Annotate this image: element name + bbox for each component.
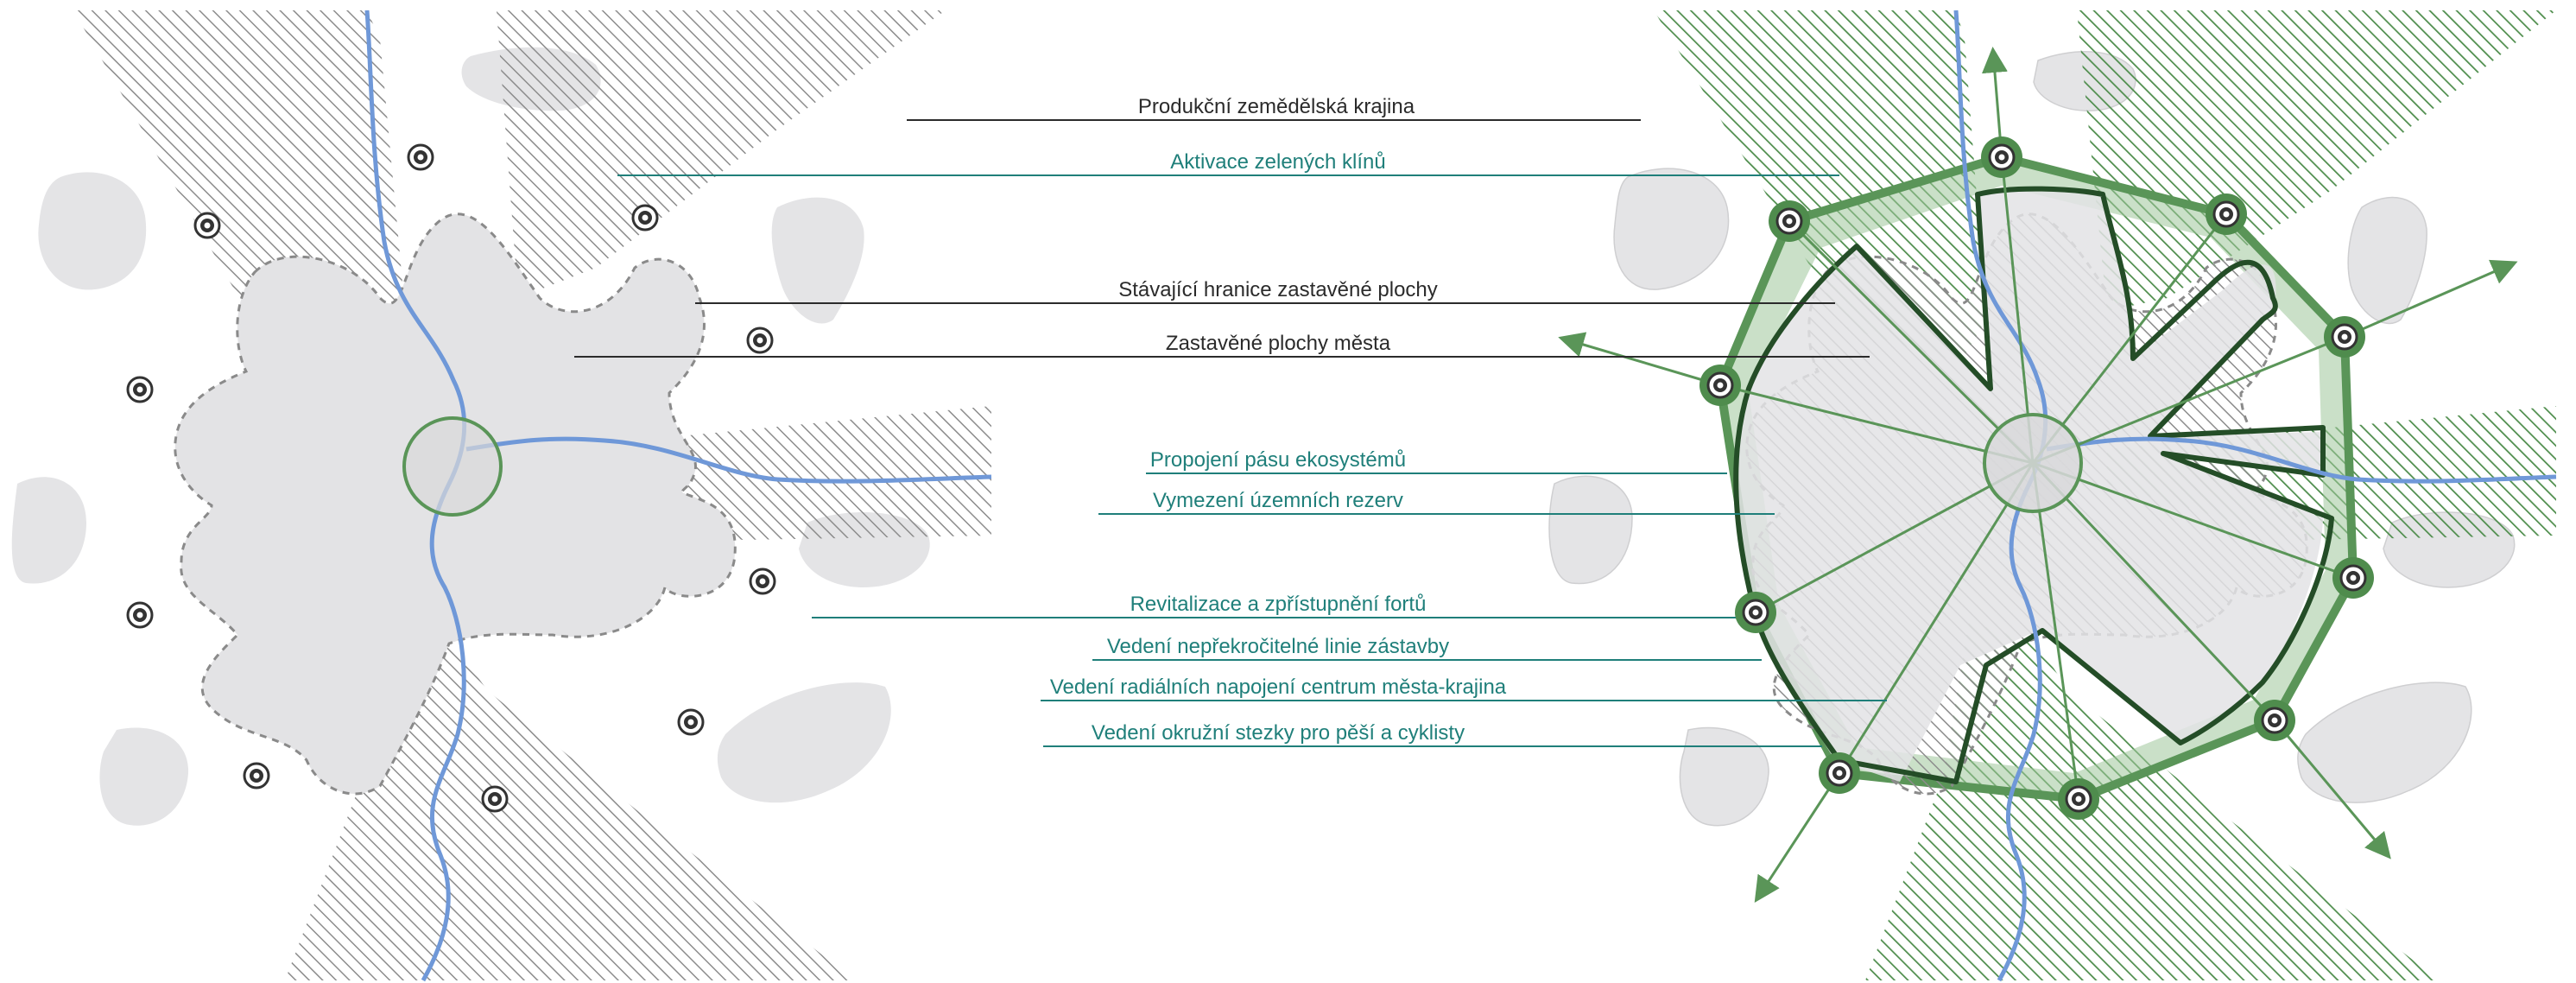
forts-right: [1699, 136, 2374, 820]
fort-target-icon: [1699, 365, 1741, 406]
fort-target-icon: [2058, 778, 2099, 820]
radial-arrow-icon: [1754, 772, 1841, 904]
fort-target-icon: [746, 327, 774, 354]
river-branch-right: [2046, 436, 2557, 484]
fort-target-icon: [749, 568, 776, 595]
city-centre-right: [1983, 413, 2083, 513]
fort-target-icon: [1819, 752, 1860, 794]
radial-connections: [1719, 156, 2354, 800]
fort-target-icon: [2254, 700, 2295, 741]
fort-target-icon: [1769, 200, 1810, 242]
fort-target-icon: [2332, 557, 2374, 599]
fort-target-icon: [193, 212, 221, 239]
fort-target-icon: [407, 143, 434, 171]
radial-arrows: [1558, 47, 2518, 904]
radial-arrow-icon: [1558, 332, 1721, 387]
label-propojeni-pasu-ekosystemu: Propojení pásu ekosystémů: [1150, 448, 1406, 472]
limit-line: [1733, 186, 2334, 784]
label-stavajici-hranice: Stávající hranice zastavěné plochy: [1118, 278, 1438, 301]
right-diagram: [1548, 10, 2557, 982]
fort-target-icon: [1981, 136, 2022, 178]
river-right: [1953, 10, 2048, 982]
label-vedeni-radialnich-napojeni: Vedení radiálních napojení centrum města…: [1050, 675, 1507, 699]
fort-target-icon: [631, 204, 659, 231]
river-left: [364, 10, 467, 982]
label-vymezeni-uzemnich-rezerv: Vymezení územních rezerv: [1153, 489, 1403, 512]
label-zastavene-plochy: Zastavěné plochy města: [1166, 332, 1391, 355]
fort-target-icon: [2206, 193, 2247, 235]
legend: Produkční zemědělská krajina Aktivace ze…: [574, 95, 1887, 747]
fort-target-icon: [126, 601, 154, 629]
fort-target-icon: [481, 785, 509, 813]
fort-target-icon: [243, 762, 270, 790]
label-vedeni-okruzni-stezky: Vedení okružní stezky pro pěší a cyklist…: [1092, 721, 1465, 745]
radial-arrow-icon: [2273, 720, 2391, 859]
river-branch-left: [465, 436, 992, 484]
fort-target-icon: [677, 708, 705, 736]
radial-arrow-icon: [2344, 259, 2518, 339]
fort-target-icon: [126, 376, 154, 403]
fort-target-icon: [2324, 316, 2365, 358]
label-revitalizace-fortu: Revitalizace a zpřístupnění fortů: [1130, 593, 1427, 616]
left-diagram: [11, 10, 992, 982]
fort-target-icon: [1735, 592, 1776, 633]
label-produkcni-zemedelska-krajina: Produkční zemědělská krajina: [1138, 95, 1415, 118]
forts-left: [126, 143, 776, 813]
label-vedeni-linie-zastavby: Vedení nepřekročitelné linie zástavby: [1107, 635, 1449, 658]
city-centre-left: [402, 416, 503, 517]
label-aktivace-zelenych-klinu: Aktivace zelených klínů: [1170, 150, 1385, 174]
